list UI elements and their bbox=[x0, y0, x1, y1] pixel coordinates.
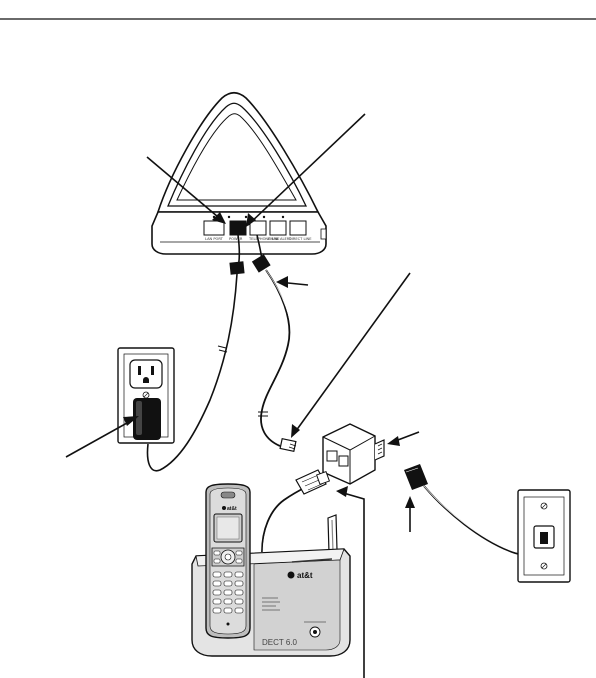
wall-phone-jack bbox=[517, 489, 571, 583]
callout-cord-plug bbox=[292, 272, 411, 436]
port-label-lan: LAN PORT bbox=[205, 237, 224, 241]
base-model-label: DECT 6.0 bbox=[262, 638, 298, 647]
port-label-telephone-line: TELEPHONE LINE bbox=[248, 237, 280, 241]
cordless-phone: at&t DECT 6.0 at&t bbox=[191, 469, 351, 657]
callout-base-cord bbox=[339, 491, 365, 678]
callout-power-adapter bbox=[65, 417, 137, 458]
wall-power-outlet bbox=[117, 347, 175, 444]
router-port-lan: LAN PORT bbox=[203, 220, 225, 241]
router-port-telephone-line: TELEPHONE LINE bbox=[248, 220, 280, 241]
port-label-direct-line: DIRECT LINE bbox=[289, 237, 312, 241]
port-label-email-alert: EMAIL ALERT bbox=[268, 237, 292, 241]
power-cord bbox=[146, 234, 245, 472]
port-label-power: POWER bbox=[229, 237, 243, 241]
callout-arrowheads bbox=[123, 212, 415, 508]
telephone-line-cord bbox=[251, 234, 297, 453]
base-brand-label: at&t bbox=[297, 571, 313, 580]
router-port-direct-line: DIRECT LINE bbox=[289, 220, 312, 241]
callout-lines bbox=[65, 113, 420, 678]
callout-power-port bbox=[146, 156, 225, 223]
double-outlet-adapter bbox=[322, 423, 385, 485]
handset: at&t bbox=[205, 483, 251, 639]
callout-telephone-line-port bbox=[247, 113, 366, 226]
router-port-email-alert: EMAIL ALERT bbox=[268, 220, 292, 241]
handset-brand-label: at&t bbox=[227, 506, 237, 512]
